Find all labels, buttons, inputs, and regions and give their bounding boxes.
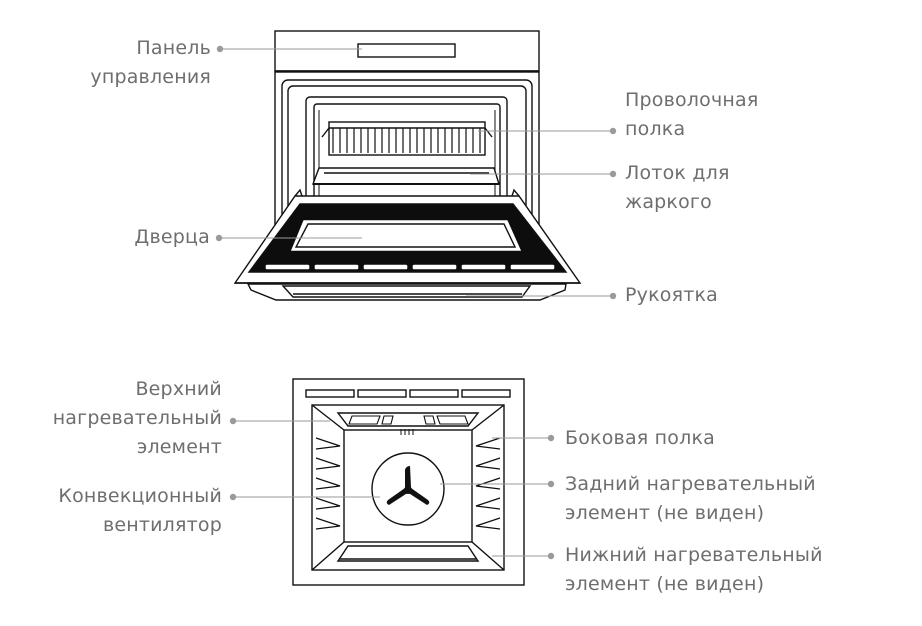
side-rack-rung-right xyxy=(475,497,501,510)
label-roasting-tray-line-2: жаркого xyxy=(625,191,712,213)
side-rack-rung-left xyxy=(315,457,341,470)
label-bottom-heating-element-line-2: элемент (не виден) xyxy=(565,573,765,595)
label-control-panel-line-1: Панель xyxy=(136,37,211,59)
convection-fan xyxy=(371,452,445,526)
label-wire-shelf-line-2: полка xyxy=(625,118,686,140)
label-rear-heating-element-line-1: Задний нагревательный xyxy=(565,473,816,495)
label-top-heating-element-line-1: Верхний xyxy=(135,378,222,400)
door-vent xyxy=(461,264,506,270)
side-rack-rung-right xyxy=(475,477,501,490)
label-bottom-heating-element: Нижний нагревательный элемент (не виден) xyxy=(565,541,823,599)
side-rack-rung-left xyxy=(315,477,341,490)
label-roasting-tray-line-1: Лоток для xyxy=(625,162,730,184)
door-vent xyxy=(314,264,359,270)
top-vents xyxy=(305,389,511,398)
leader-lines xyxy=(215,45,617,560)
side-rack-rung-left xyxy=(315,437,341,450)
door-vents xyxy=(265,264,555,270)
top-element-connector xyxy=(400,429,414,435)
oven-interior-view xyxy=(292,378,525,586)
label-rear-heating-element-line-2: элемент (не виден) xyxy=(565,502,765,524)
label-side-rack-line-1: Боковая полка xyxy=(565,427,715,449)
label-door: Дверца xyxy=(60,223,210,252)
door-vent xyxy=(510,264,555,270)
label-control-panel-line-2: управления xyxy=(90,66,211,88)
label-convection-fan-line-2: вентилятор xyxy=(102,514,222,536)
side-rack-rung-left xyxy=(315,517,341,530)
side-rack-rung-right xyxy=(475,517,501,530)
oven-front-view xyxy=(233,30,582,301)
wire-shelf-bars xyxy=(332,128,481,153)
label-top-heating-element: Верхний нагревательный элемент xyxy=(20,375,222,462)
label-wire-shelf: Проволочная полка xyxy=(625,86,758,144)
fan-blades xyxy=(386,466,430,505)
bottom-heating-element xyxy=(336,545,480,562)
label-handle-line-1: Рукоятка xyxy=(625,284,719,306)
side-rack-rung-right xyxy=(475,457,501,470)
label-control-panel: Панель управления xyxy=(60,34,211,92)
label-door-line-1: Дверца xyxy=(134,226,210,248)
door-handle xyxy=(246,283,567,301)
control-panel xyxy=(274,30,540,72)
label-top-heating-element-line-2: нагревательный xyxy=(52,407,222,429)
side-rack-rung-left xyxy=(315,497,341,510)
label-handle: Рукоятка xyxy=(625,281,718,310)
side-racks xyxy=(315,437,501,530)
door-vent xyxy=(412,264,457,270)
roasting-tray xyxy=(311,167,500,185)
label-convection-fan-line-1: Конвекционный xyxy=(58,485,222,507)
side-rack-rung-right xyxy=(475,437,501,450)
wire-shelf xyxy=(321,121,493,156)
label-rear-heating-element: Задний нагревательный элемент (не виден) xyxy=(565,470,816,528)
oven-door xyxy=(233,188,582,284)
label-top-heating-element-line-3: элемент xyxy=(136,436,222,458)
label-side-rack: Боковая полка xyxy=(565,424,715,453)
label-roasting-tray: Лоток для жаркого xyxy=(625,159,730,217)
label-bottom-heating-element-line-1: Нижний нагревательный xyxy=(565,544,823,566)
label-wire-shelf-line-1: Проволочная xyxy=(625,89,759,111)
label-convection-fan: Конвекционный вентилятор xyxy=(20,482,222,540)
top-heating-element xyxy=(336,412,480,435)
door-vent xyxy=(363,264,408,270)
door-vent xyxy=(265,264,310,270)
